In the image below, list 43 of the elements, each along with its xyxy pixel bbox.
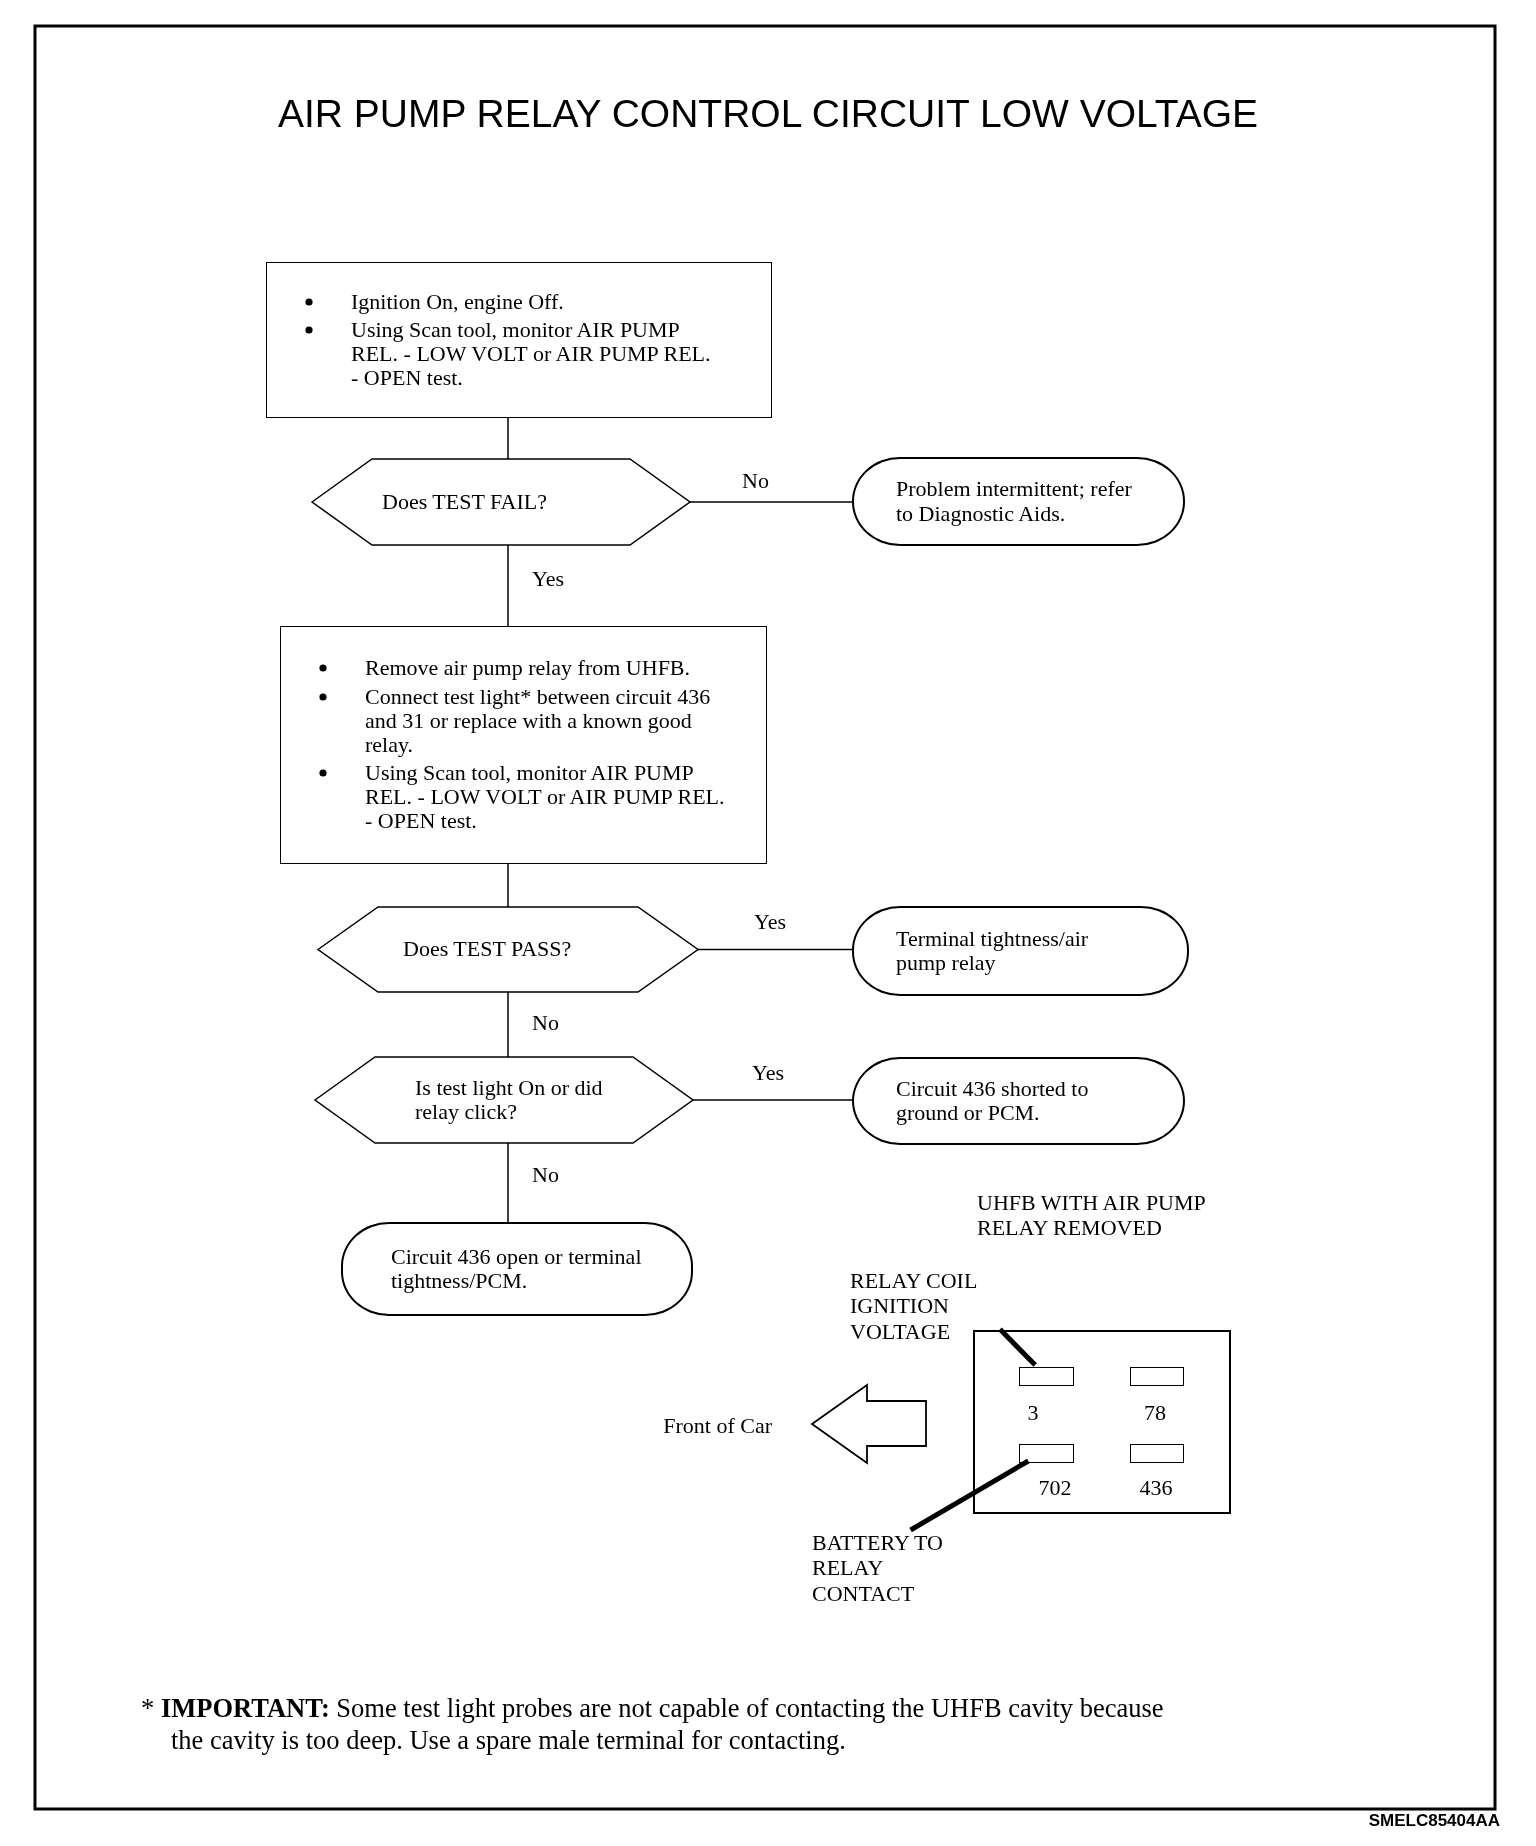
leader-line [909,1458,1030,1533]
terminal-slot [1130,1444,1184,1463]
terminal-slot [1019,1444,1074,1463]
flow-line [507,544,509,627]
pin-number: 702 [1037,1475,1073,1501]
terminal-slot [1130,1367,1184,1386]
pin-number: 3 [1026,1400,1040,1426]
result-text: Circuit 436 open or terminal tightness/PCM. [391,1244,643,1294]
flow-line [697,948,853,951]
result-text: Problem intermittent; refer to Diagnostic Aids. [896,477,1133,526]
pin-number: 78 [1143,1400,1167,1426]
flow-line [507,863,509,908]
callout-label: BATTERY TO RELAY CONTACT [812,1530,960,1612]
step-text: Using Scan tool, monitor AIR PUMP REL. - LOW VOLT or AIR PUMP REL. - OPEN test. [365,760,725,834]
decision-text: Does TEST PASS? [403,937,573,962]
direction-label: Front of Car [662,1413,772,1439]
decision-text: Is test light On or did relay click? [415,1075,604,1125]
leader-line [998,1327,1037,1367]
step-text: Using Scan tool, monitor AIR PUMP REL. - LOW VOLT or AIR PUMP REL. - OPEN test. [351,316,711,391]
flow-line [692,1099,853,1101]
diagram-title: AIR PUMP RELAY CONTROL CIRCUIT LOW VOLTAGE [276,92,1260,136]
decision-hexagon [318,907,698,992]
step-text: Ignition On, engine Off. [351,288,564,314]
process-box [280,626,767,864]
step-text: Remove air pump relay from UHFB. [365,655,691,681]
flow-line [507,417,509,460]
decision-hexagon [312,459,690,545]
connector-housing [973,1330,1231,1514]
figure-code: SMELC85404AA [1367,1811,1500,1831]
terminal-slot [1019,1367,1074,1386]
flow-line [507,1142,509,1223]
flow-line [689,501,853,503]
callout-label: RELAY COIL IGNITION VOLTAGE [850,1268,1000,1348]
footnote-text: *IMPORTANT: Some test light probes are not capable of contacting the UHFB cavity because the cavity is too deep. Use a spare male terminal for contacting. [141,1693,1165,1757]
result-text: Terminal tightness/air pump relay [896,926,1090,976]
decision-hexagon [315,1057,693,1143]
pin-number: 436 [1138,1475,1174,1501]
flow-line [507,991,509,1058]
step-text: Connect test light* between circuit 436 and 31 or replace with a known good relay. [365,683,711,757]
process-box [266,262,772,418]
decision-text: Does TEST FAIL? [382,489,548,515]
diagram-heading: UHFB WITH AIR PUMP RELAY REMOVED [977,1190,1206,1241]
result-text: Circuit 436 shorted to ground or PCM. [896,1076,1090,1126]
